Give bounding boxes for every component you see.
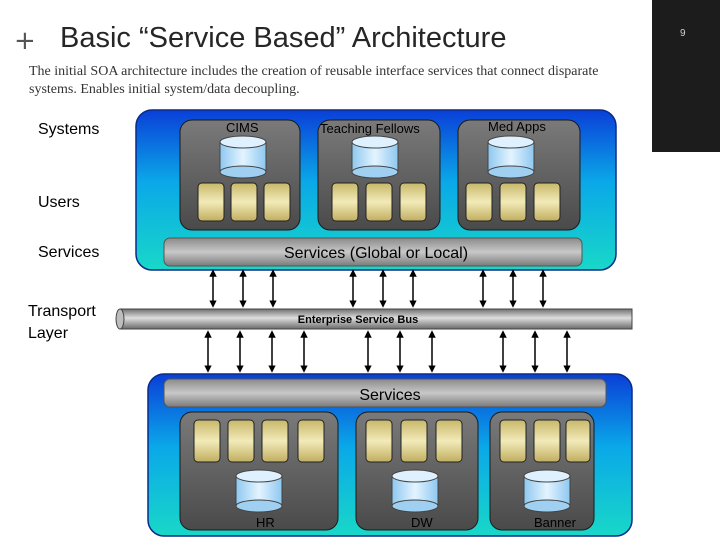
module-block [197,182,225,222]
database-icon [219,135,267,179]
system-label-banner: Banner [534,515,577,530]
database-icon [235,469,283,513]
row-label-users: Users [38,194,80,211]
module-block [365,182,393,222]
system-label-teaching-fellows: Teaching Fellows [320,121,420,136]
enterprise-service-bus [115,308,633,330]
module-block [227,419,255,463]
module-block [533,182,561,222]
row-label-transport: Transport [28,303,96,320]
row-label-services: Services [38,244,100,261]
system-box-dw [355,411,479,531]
system-box-banner [489,411,595,531]
system-label-dw: DW [411,515,433,530]
module-block [533,419,561,463]
system-box-teaching-fellows [317,119,441,231]
database-icon [391,469,439,513]
module-block [435,419,463,463]
system-label-hr: HR [256,515,275,530]
system-box-med-apps [457,119,581,231]
services-bar-top [163,237,583,267]
module-block [331,182,359,222]
module-block [230,182,258,222]
module-block [263,182,291,222]
database-icon [351,135,399,179]
enterprise-service-bus-label: Enterprise Service Bus [298,314,418,326]
module-block [193,419,221,463]
module-block [261,419,289,463]
connector-arrows-lower [204,330,571,373]
connector-arrows-upper [209,269,547,308]
system-box-cims [179,119,301,231]
services-bar-top-label: Services (Global or Local) [284,245,468,262]
database-icon [523,469,571,513]
services-bar-bottom [163,378,607,408]
database-icon [487,135,535,179]
module-block [499,182,527,222]
module-block [465,182,493,222]
slide-subtitle: The initial SOA architecture includes th… [29,64,599,97]
module-block [499,419,527,463]
module-block [365,419,393,463]
services-bar-bottom-label: Services [359,387,420,404]
page-number: 9 [680,28,686,39]
module-block [399,182,427,222]
plus-icon: + [14,26,36,56]
slide-title: Basic “Service Based” Architecture [60,22,507,54]
module-block [400,419,428,463]
row-label-systems: Systems [38,121,100,138]
module-block [565,419,591,463]
system-label-med-apps: Med Apps [488,119,546,134]
system-label-cims: CIMS [226,120,259,135]
slide-number-panel [652,0,720,152]
system-box-hr [179,411,339,531]
row-label-layer: Layer [28,325,69,342]
module-block [297,419,325,463]
